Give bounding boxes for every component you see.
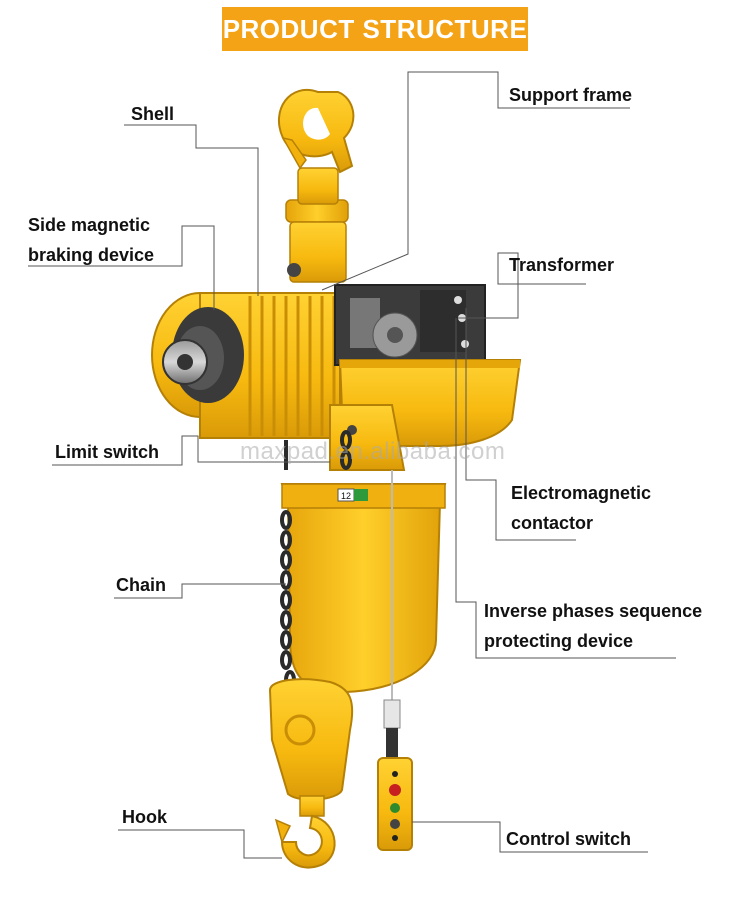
label-transformer: Transformer [509, 255, 615, 275]
support-frame [334, 284, 486, 366]
control-pendant [377, 470, 413, 851]
label-side-brake-line2: braking device [28, 245, 155, 265]
hook-block [268, 678, 354, 869]
label-hook: Hook [122, 807, 167, 827]
watermark: maxpad.en.alibaba.com [240, 438, 506, 465]
label-contactor-line2: contactor [511, 513, 594, 533]
leader-control-switch [412, 821, 648, 853]
tag-number: 12 [341, 491, 351, 501]
leader-lines [28, 71, 676, 859]
leader-contactor [465, 308, 576, 541]
chain [280, 430, 352, 690]
label-shell: Shell [131, 104, 175, 124]
leader-chain [114, 583, 286, 599]
leader-transformer [458, 252, 586, 319]
label-limit-switch: Limit switch [55, 442, 160, 462]
leader-support-frame [321, 71, 630, 291]
label-side-brake-line1: Side magnetic [28, 215, 151, 235]
top-hook [277, 89, 355, 283]
leader-shell [124, 124, 259, 296]
leader-limit-switch [52, 435, 330, 466]
title-banner: PRODUCT STRUCTURE [222, 7, 528, 51]
label-inverse-line2: protecting device [484, 631, 634, 651]
page-title: PRODUCT STRUCTURE [222, 13, 528, 44]
motor-shell [151, 292, 341, 439]
leader-side-brake [28, 225, 215, 310]
leader-inverse [455, 318, 676, 659]
label-support-frame: Support frame [509, 85, 633, 105]
chain-bag: 12 [280, 483, 447, 694]
label-control-switch: Control switch [506, 829, 631, 849]
label-chain: Chain [116, 575, 167, 595]
label-inverse-line1: Inverse phases sequence [484, 601, 703, 621]
label-contactor-line1: Electromagnetic [511, 483, 652, 503]
leader-hook [118, 829, 282, 859]
